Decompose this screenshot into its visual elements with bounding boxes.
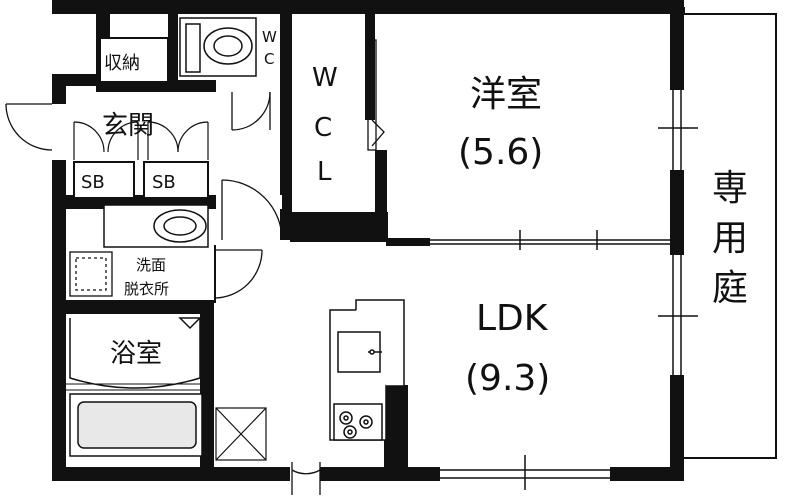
washroom-label: 洗面 脱衣所 bbox=[124, 256, 171, 298]
wcl-label-line: C bbox=[314, 113, 332, 143]
doors bbox=[5, 39, 385, 495]
pipe-space-icon bbox=[215, 407, 267, 461]
ldk-size: (9.3) bbox=[465, 358, 550, 399]
wc-label-line: C bbox=[264, 50, 274, 68]
private-garden-area bbox=[670, 7, 777, 459]
entrance-label: 玄関 bbox=[102, 111, 154, 141]
washroom-label-line: 洗面 bbox=[136, 256, 166, 274]
shoe-box-right-label: SB bbox=[152, 172, 176, 193]
garden-label-line: 用 bbox=[712, 218, 748, 259]
wcl-label-line: L bbox=[317, 157, 332, 187]
western-room-name: 洋室 bbox=[470, 74, 542, 115]
storage-label: 収納 bbox=[104, 53, 140, 74]
shoe-box-doors bbox=[73, 121, 209, 160]
stove-icon bbox=[333, 403, 383, 441]
private-garden-label: 専 用 庭 bbox=[712, 168, 759, 309]
windows bbox=[430, 90, 698, 490]
ldk-name: LDK bbox=[476, 298, 549, 339]
bathroom-fixtures bbox=[69, 317, 203, 457]
wcl-label-line: W bbox=[312, 63, 338, 93]
wc-label: W C bbox=[262, 28, 282, 68]
washroom-label-line: 脱衣所 bbox=[124, 280, 169, 298]
shoe-boxes bbox=[73, 161, 209, 199]
washing-machine-pan-icon bbox=[69, 251, 113, 297]
western-room-size: (5.6) bbox=[458, 132, 543, 173]
wcl-label: W C L bbox=[312, 63, 346, 187]
garden-label-line: 庭 bbox=[712, 268, 748, 309]
shoe-box-left-label: SB bbox=[81, 172, 105, 193]
wc-label-line: W bbox=[262, 28, 277, 46]
bathroom-label: 浴室 bbox=[110, 339, 162, 369]
storage-box bbox=[99, 37, 169, 83]
garden-label-line: 専 bbox=[712, 168, 748, 209]
bath-wall-lines bbox=[66, 383, 208, 391]
toilet-icon bbox=[179, 17, 257, 77]
wash-basin-icon bbox=[103, 204, 209, 248]
